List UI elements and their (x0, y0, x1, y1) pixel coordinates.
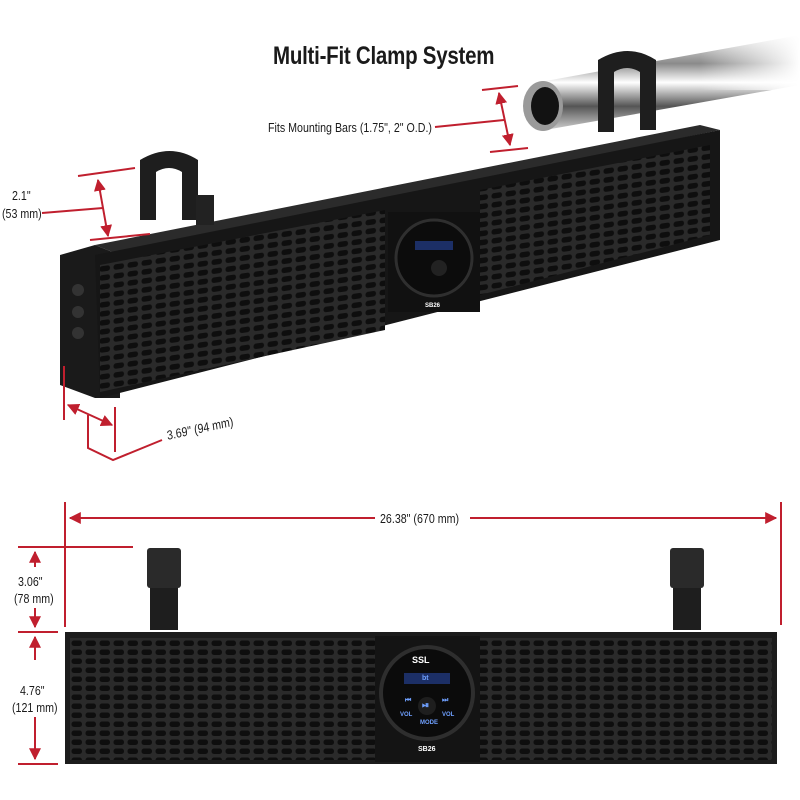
vol-down-label: VOL (400, 712, 413, 718)
mounting-bar-tube (523, 30, 800, 131)
next-icon: ⏭ (442, 697, 449, 704)
model-label-top: SB26 (425, 303, 441, 309)
length-label: 26.38" (670 mm) (380, 511, 460, 526)
control-panel-top (388, 212, 480, 312)
page-title: Multi-Fit Clamp System (273, 42, 495, 70)
bar-height-mm: (121 mm) (12, 700, 58, 715)
dimension-lines-bottom (18, 502, 782, 765)
clamp-left-top (140, 151, 214, 225)
play-pause-icon: ⏯ (422, 700, 430, 710)
vol-up-label: VOL (442, 712, 455, 718)
mount-bars-label: Fits Mounting Bars (1.75", 2" O.D.) (268, 120, 432, 135)
display-text: bt (422, 675, 429, 682)
clamp-left-front (147, 548, 181, 630)
mode-label: MODE (420, 720, 438, 726)
model-label-front: SB26 (418, 746, 436, 753)
clamp-height-in: 2.1" (12, 188, 31, 203)
clamp-right-front (670, 548, 704, 630)
clamp-height-mm: (53 mm) (2, 206, 42, 221)
clamp-top-in: 3.06" (18, 574, 43, 589)
dimension-lines-top (41, 85, 529, 462)
clamp-right-top (598, 51, 656, 132)
bar-height-in: 4.76" (20, 683, 45, 698)
clamp-top-mm: (78 mm) (14, 591, 54, 606)
brand-logo: SSL (412, 655, 430, 665)
prev-icon: ⏮ (405, 697, 412, 704)
speaker-bar-front (65, 632, 777, 764)
